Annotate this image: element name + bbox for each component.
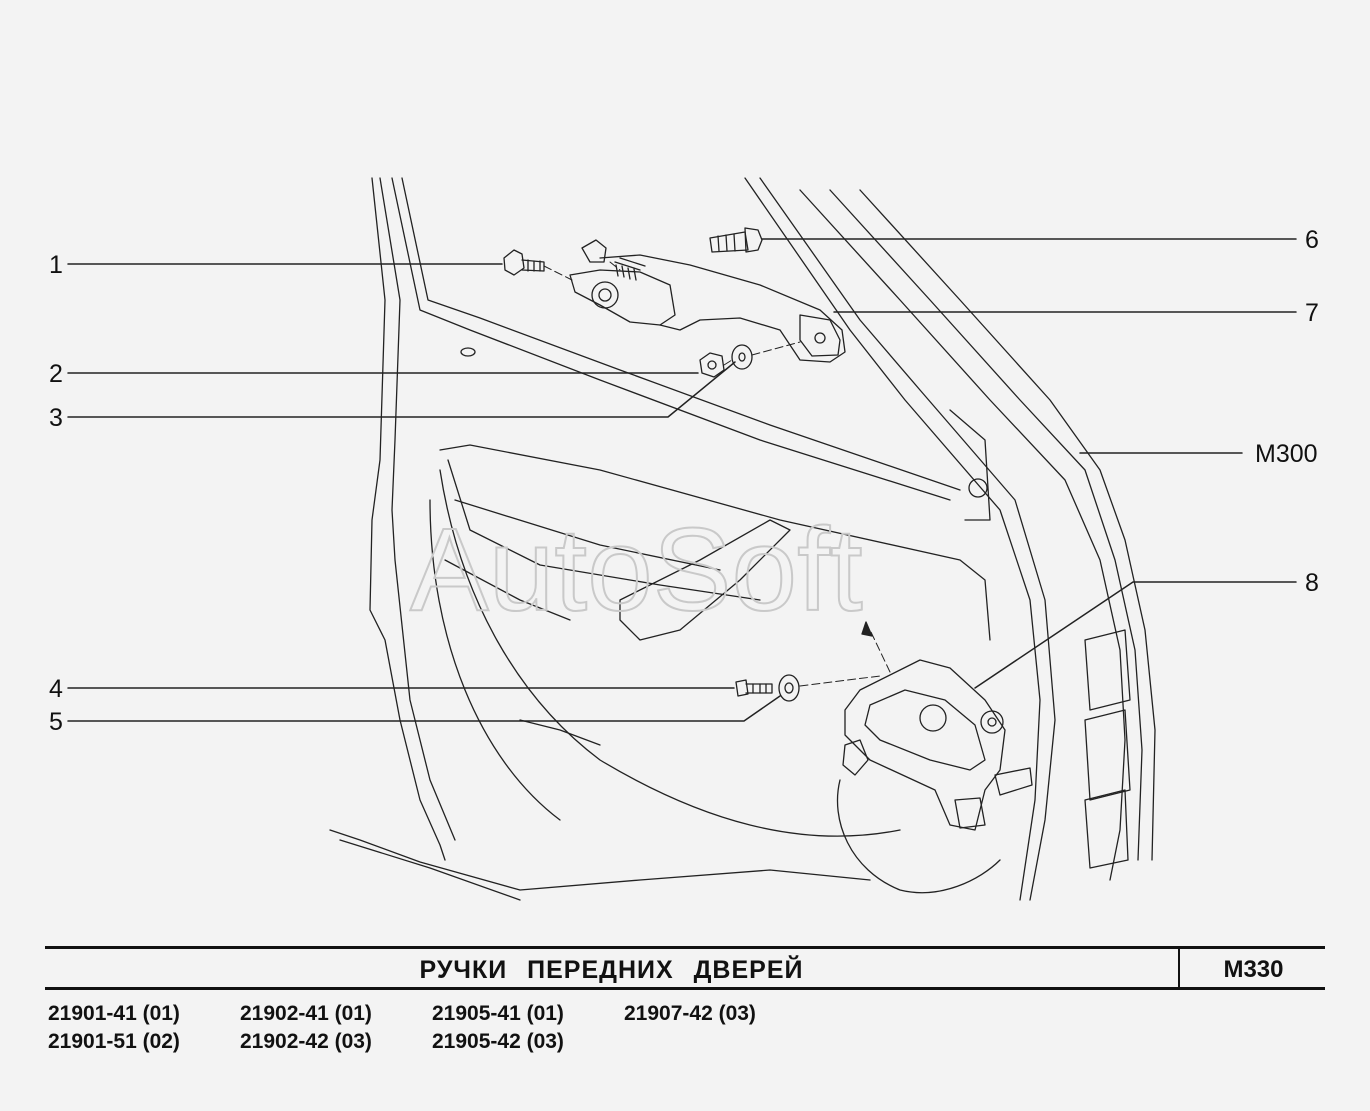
model-code: 21902-42 (03) [240,1030,372,1053]
part-8-inner-handle [842,659,1033,831]
model-code: 21901-41 (01) [48,1002,180,1025]
callout-2: 2 [49,360,63,388]
watermark: AutoSoft [410,504,863,636]
page-title: РУЧКИ ПЕРЕДНИХ ДВЕРЕЙ [419,956,804,984]
model-code: 21905-41 (01) [432,1002,564,1025]
door-trim [429,347,1001,894]
part-4-screw [735,679,773,697]
callout-6: 6 [1305,226,1319,254]
callout-4: 4 [49,675,63,703]
arrow-head [861,621,873,637]
part-5-washer [778,674,800,702]
model-code: 21905-42 (03) [432,1030,564,1053]
assembly-lines [543,261,891,687]
part-3-washer [731,344,753,370]
callout-8: 8 [1305,569,1319,597]
callout-3: 3 [49,404,63,432]
title-block: РУЧКИ ПЕРЕДНИХ ДВЕРЕЙ М330 [45,946,1325,990]
part-1-bolt [503,249,545,276]
leader-lines [67,238,1297,722]
reference-label: М300 [1255,440,1318,468]
callout-5: 5 [49,708,63,736]
model-code: 21901-51 (02) [48,1030,180,1053]
model-code: 21907-42 (03) [624,1002,756,1025]
model-code: 21902-41 (01) [240,1002,372,1025]
part-2-nut [699,352,725,378]
section-code: М330 [1178,949,1327,987]
part-6-lock-cylinder [709,227,763,253]
part-7-outer-handle [569,239,846,363]
door-frame [329,177,1156,901]
exploded-parts-diagram: AutoSoft 1 2 3 4 5 6 7 8 М300 [49,177,1319,901]
callout-7: 7 [1305,299,1319,327]
callout-1: 1 [49,251,63,279]
